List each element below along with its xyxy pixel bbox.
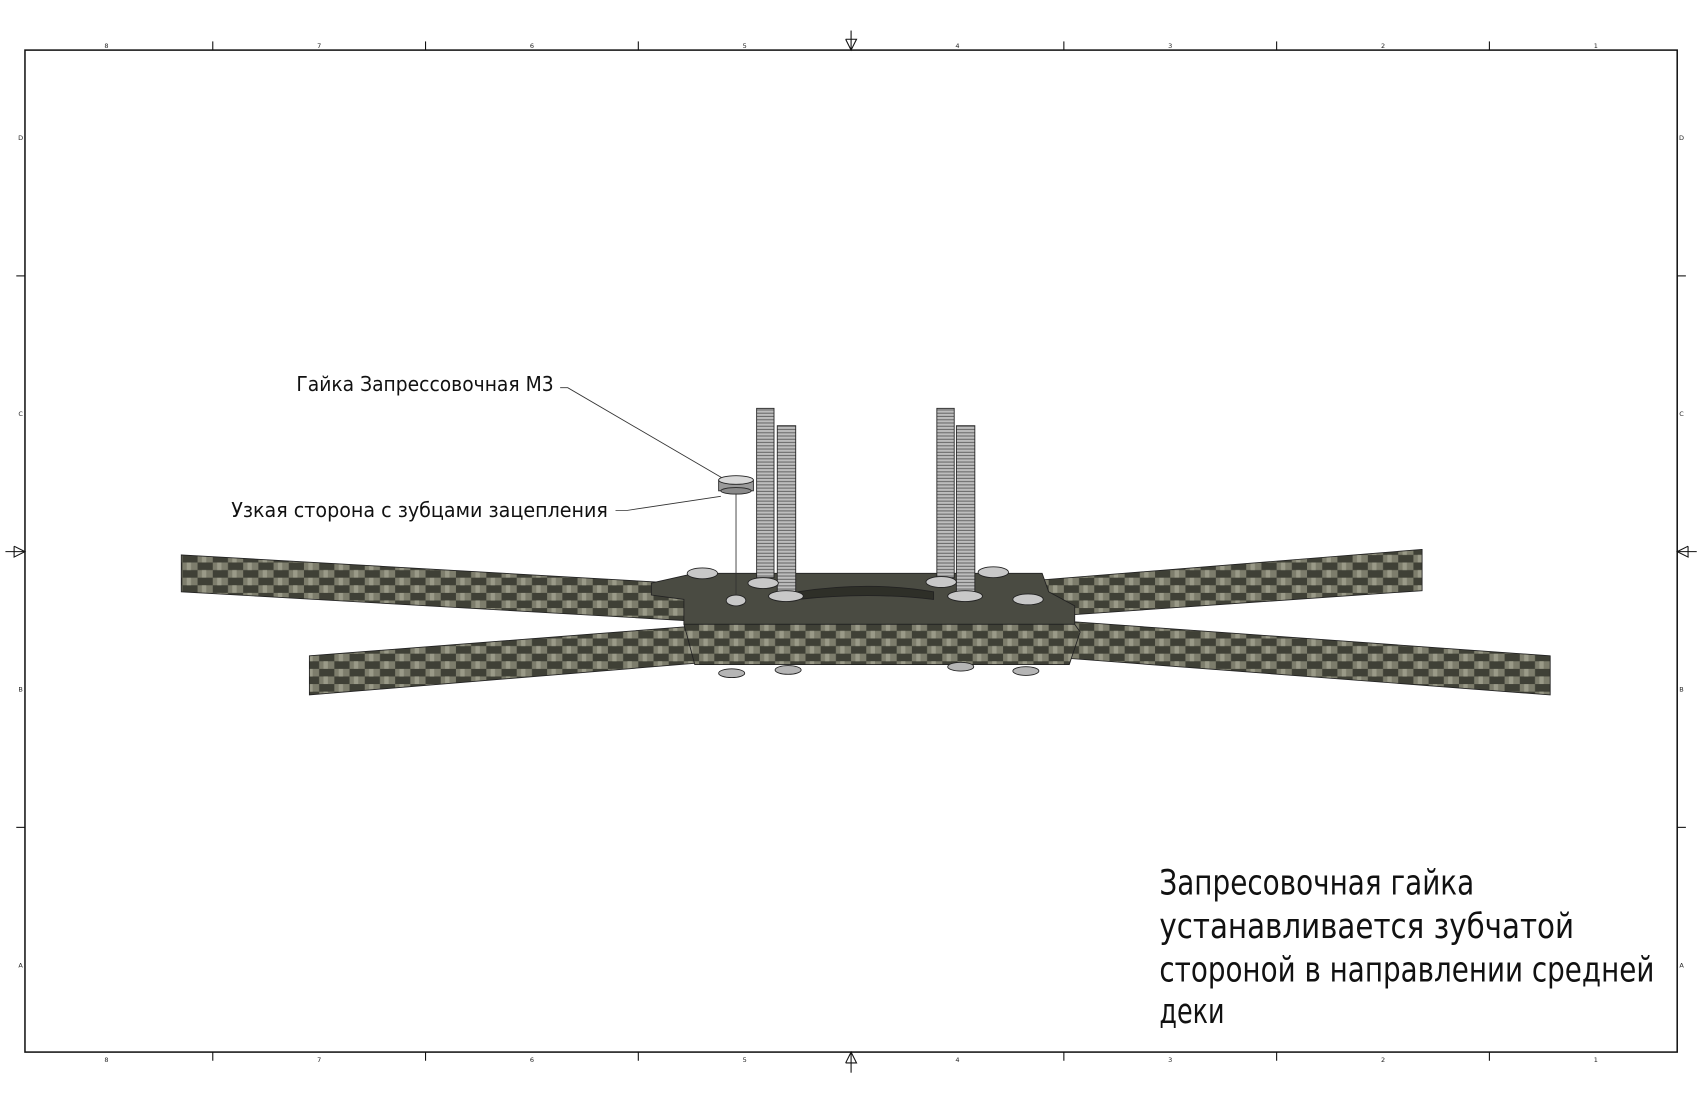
standoff — [756, 407, 775, 579]
column-labels-bottom: 8 7 6 5 4 3 2 1 — [104, 1056, 1598, 1064]
note-line: устанавливается зубчатой — [1159, 907, 1574, 947]
arm-front-right — [1063, 620, 1551, 696]
leader-lines — [560, 387, 737, 596]
press-nut-icon — [718, 475, 754, 495]
center-plate-top — [650, 572, 1076, 625]
arrow-down-icon — [845, 30, 858, 52]
note-line: деки — [1159, 992, 1224, 1032]
bottom-nuts — [718, 661, 1040, 678]
column-label: 7 — [317, 1056, 321, 1064]
column-label: 4 — [955, 42, 959, 50]
column-label: 6 — [530, 42, 534, 50]
arrow-left-icon — [1675, 545, 1697, 558]
column-labels-top: 8 7 6 5 4 3 2 1 — [104, 42, 1598, 50]
arrow-right-icon — [5, 545, 27, 558]
row-label: D — [1679, 134, 1684, 142]
row-label: B — [18, 686, 22, 694]
column-label: 2 — [1381, 1056, 1385, 1064]
callout-narrow-side: Узкая сторона с зубцами зацепления — [231, 498, 608, 522]
zone-ticks — [16, 41, 1686, 1061]
assembly-note: Запресовочная гайка устанавливается зубч… — [1159, 864, 1654, 1032]
row-label: A — [1679, 961, 1684, 969]
callout-press-nut: Гайка Запрессовочная М3 — [296, 372, 553, 396]
column-label: 7 — [317, 42, 321, 50]
note-line: стороной в направлении средней — [1159, 951, 1654, 991]
column-label: 3 — [1168, 1056, 1172, 1064]
column-label: 4 — [955, 1056, 959, 1064]
centering-arrows — [5, 30, 1697, 1073]
row-label: A — [18, 961, 23, 969]
leader-press-nut — [560, 387, 723, 479]
leader-narrow-side — [615, 495, 721, 511]
frame-assembly — [180, 407, 1551, 696]
standoff — [776, 425, 797, 596]
arm-back-left — [180, 554, 696, 622]
column-label: 6 — [530, 1056, 534, 1064]
column-label: 8 — [104, 42, 108, 50]
column-label: 3 — [1168, 42, 1172, 50]
column-label: 1 — [1594, 42, 1598, 50]
column-label: 8 — [104, 1056, 108, 1064]
standoffs — [756, 407, 976, 596]
row-label: C — [1679, 410, 1684, 418]
center-plate-side — [683, 623, 1081, 665]
washers — [686, 566, 1044, 607]
standoff — [936, 407, 955, 579]
row-label: D — [18, 134, 23, 142]
arrow-up-icon — [845, 1050, 858, 1073]
row-label: B — [1679, 686, 1683, 694]
row-labels-right: D C B A — [1679, 134, 1684, 969]
column-label: 1 — [1594, 1056, 1598, 1064]
column-label: 5 — [743, 42, 747, 50]
column-label: 2 — [1381, 42, 1385, 50]
standoff — [955, 425, 976, 596]
row-label: C — [18, 410, 23, 418]
center-plate-cutout — [797, 585, 935, 600]
column-label: 5 — [743, 1056, 747, 1064]
row-labels-left: D C B A — [18, 134, 23, 969]
arm-back-right — [1041, 548, 1423, 618]
note-line: Запресовочная гайка — [1159, 864, 1474, 904]
